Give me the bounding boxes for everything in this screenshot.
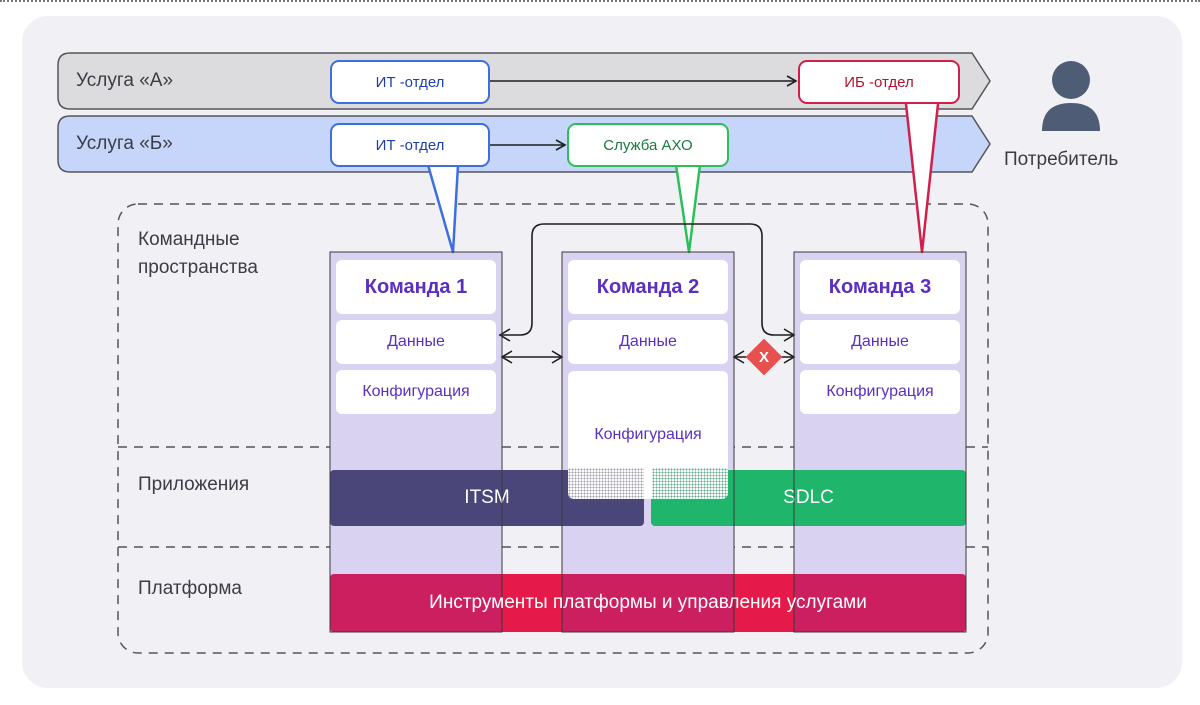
service-b-arrow bbox=[57, 115, 991, 173]
team-2-config-sdlc-overlap bbox=[652, 468, 728, 499]
team-1-data: Данные bbox=[336, 320, 496, 364]
it-b-tail bbox=[426, 164, 460, 254]
ib-department-a: ИБ -отдел bbox=[798, 60, 960, 104]
team-1-config: Конфигурация bbox=[336, 370, 496, 414]
team-2-title: Команда 2 bbox=[568, 260, 728, 314]
blocked-diamond bbox=[745, 338, 783, 376]
it-department-b: ИТ -отдел bbox=[330, 123, 490, 167]
ib-tail bbox=[904, 103, 940, 254]
axo-service-b: Служба АХО bbox=[567, 123, 729, 167]
service-b-label: Услуга «Б» bbox=[76, 133, 173, 154]
team-1-title: Команда 1 bbox=[336, 260, 496, 314]
platform-overlap-2 bbox=[734, 574, 794, 632]
user-icon bbox=[1042, 61, 1100, 131]
team-3-title: Команда 3 bbox=[800, 260, 960, 314]
team-2-data: Данные bbox=[568, 320, 728, 364]
consumer-label: Потребитель bbox=[1004, 149, 1119, 170]
axo-tail bbox=[674, 164, 702, 254]
arrow-team1-team3-data bbox=[500, 223, 794, 336]
team-2-config-itsm-overlap bbox=[568, 468, 644, 499]
it-department-a: ИТ -отдел bbox=[330, 60, 490, 104]
service-a-label: Услуга «А» bbox=[76, 70, 174, 91]
top-dotted-border bbox=[0, 0, 1200, 2]
platform-overlap-1 bbox=[502, 574, 562, 632]
team-3-config: Конфигурация bbox=[800, 370, 960, 414]
team-spaces-boundary bbox=[117, 203, 989, 654]
section-team-spaces: Командные пространства bbox=[138, 229, 258, 278]
blocked-x-mark: X bbox=[758, 348, 769, 366]
section-platform: Платформа bbox=[138, 578, 242, 599]
platform-bar-text-layer: Инструменты платформы и управления услуг… bbox=[429, 592, 867, 613]
team-3-data: Данные bbox=[800, 320, 960, 364]
section-applications: Приложения bbox=[138, 474, 250, 495]
